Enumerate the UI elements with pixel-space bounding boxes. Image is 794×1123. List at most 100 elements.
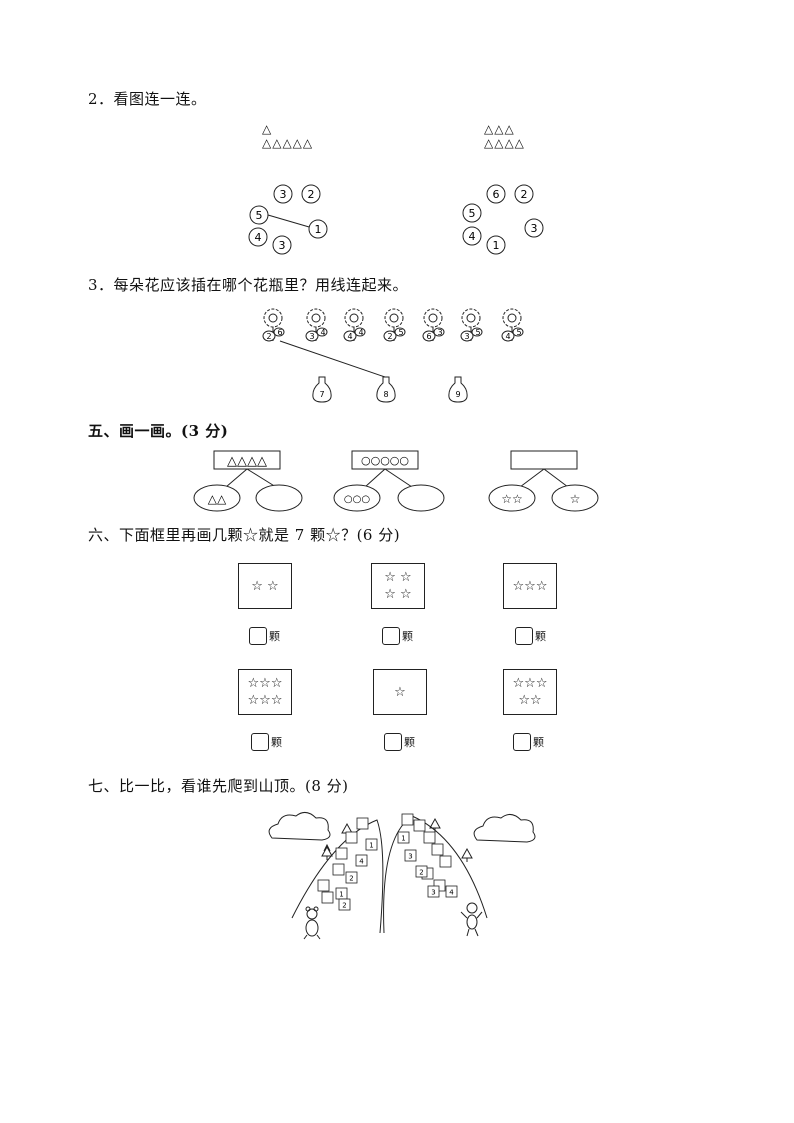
s6-answer-box[interactable] (513, 733, 531, 751)
step-box[interactable] (345, 831, 358, 844)
step-box[interactable] (335, 847, 348, 860)
step-box[interactable] (356, 817, 369, 830)
step-box: 1 (397, 831, 410, 844)
vase-number: 9 (455, 390, 460, 399)
vase-number: 8 (383, 390, 388, 399)
step-box[interactable] (433, 879, 446, 892)
step-box: 4 (445, 885, 458, 898)
s5-title: 五、画一画。(3 分) (88, 422, 229, 440)
cloud-icon (268, 812, 331, 841)
tree-icon (461, 847, 473, 862)
svg-text:4: 4 (255, 231, 262, 244)
flower-number-a: 2 (387, 332, 392, 341)
step-number: 2 (419, 869, 423, 877)
s6-answer: 颗 (249, 627, 280, 645)
flower-number-b: 5 (475, 328, 480, 337)
s6-star-box: ☆☆☆ (503, 563, 557, 609)
step-box[interactable] (423, 831, 436, 844)
vase-icon[interactable]: 8 (376, 376, 396, 403)
s6-unit-label: 颗 (535, 630, 546, 643)
flower-number-a: 4 (505, 332, 510, 341)
q2-title: 2．看图连一连。 (88, 90, 207, 108)
bear-icon (303, 906, 321, 940)
step-box[interactable] (439, 855, 452, 868)
s5-drawings: △△△△ △△ ○○○○○ ○○○ ☆☆ ☆ (193, 450, 599, 512)
s6-answer: 颗 (251, 733, 282, 751)
step-box[interactable] (317, 879, 330, 892)
step-box[interactable] (321, 891, 334, 904)
vase-icon[interactable]: 9 (448, 376, 468, 403)
step-number: 4 (449, 889, 454, 897)
q3-title: 3．每朵花应该插在哪个花瓶里？用线连起来。 (88, 276, 409, 294)
s6-title: 六、下面框里再画几颗☆就是 7 颗☆？(6 分) (88, 526, 401, 544)
step-number: 4 (359, 858, 364, 866)
step-box[interactable] (431, 843, 444, 856)
monkey-icon (460, 902, 483, 937)
svg-text:2: 2 (308, 188, 315, 201)
step-number: 3 (431, 889, 435, 897)
s6-answer-box[interactable] (384, 733, 402, 751)
q2-left-circle[interactable]: 3 (273, 184, 293, 204)
svg-text:○○○○○: ○○○○○ (361, 454, 409, 467)
flower-number-a: 6 (426, 332, 431, 341)
step-box[interactable] (401, 813, 414, 826)
step-box: 4 (355, 854, 368, 867)
q2-right-triangles-row2: △△△△ (484, 136, 525, 150)
s6-answer-box[interactable] (251, 733, 269, 751)
q2-left-circle[interactable]: 3 (272, 235, 292, 255)
q2-right-circle[interactable]: 4 (462, 226, 482, 246)
s6-unit-label: 颗 (533, 736, 544, 749)
flower-number-a: 4 (347, 332, 352, 341)
q2-left-circle[interactable]: 2 (301, 184, 321, 204)
q2-right-circle[interactable]: 3 (524, 218, 544, 238)
step-box[interactable] (332, 863, 345, 876)
s6-answer-box[interactable] (249, 627, 267, 645)
flower-number-a: 2 (266, 332, 271, 341)
mountain-left (291, 819, 384, 934)
s5-group-3-blank[interactable] (510, 450, 578, 470)
s6-answer-box[interactable] (382, 627, 400, 645)
q2-right-circle[interactable]: 2 (514, 184, 534, 204)
s6-unit-label: 颗 (271, 736, 282, 749)
svg-text:△△: △△ (208, 492, 227, 506)
vase-icon[interactable]: 7 (312, 376, 332, 403)
svg-text:3: 3 (280, 188, 287, 201)
step-box[interactable] (413, 819, 426, 832)
step-number: 2 (349, 875, 353, 883)
q2-left-circle[interactable]: 4 (248, 227, 268, 247)
s6-unit-label: 颗 (269, 630, 280, 643)
s5-group-1-blank[interactable] (255, 484, 303, 512)
s5-group-3: ☆☆ ☆ (488, 450, 599, 512)
tree-icon (321, 843, 333, 860)
svg-text:○○○: ○○○ (344, 494, 370, 505)
step-number: 3 (408, 853, 412, 861)
q2-left-circle[interactable]: 1 (308, 219, 328, 239)
svg-text:3: 3 (531, 222, 538, 235)
step-number: 1 (339, 891, 343, 899)
q2-left-triangles-row1: △ (262, 122, 273, 136)
q2-right-circle[interactable]: 1 (486, 235, 506, 255)
cloud-icon (473, 814, 536, 843)
s5-group-1: △△△△ △△ (193, 450, 303, 512)
q2-right-circle[interactable]: 5 (462, 203, 482, 223)
svg-text:5: 5 (469, 207, 476, 220)
s5-group-2-blank[interactable] (397, 484, 445, 512)
vase-number: 7 (319, 390, 324, 399)
step-number: 2 (342, 902, 346, 910)
q2-circles: 3 2 5 1 4 3 6 2 5 3 4 1 (248, 184, 544, 255)
flower-number-b: 5 (398, 328, 403, 337)
q2-left-circle[interactable]: 5 (249, 205, 269, 225)
s7-title: 七、比一比，看谁先爬到山顶。(8 分) (88, 777, 349, 795)
q2-right-circle[interactable]: 6 (486, 184, 506, 204)
s5-group-2: ○○○○○ ○○○ (333, 450, 445, 512)
flower-number-b: 6 (277, 328, 282, 337)
s6-answer-box[interactable] (515, 627, 533, 645)
